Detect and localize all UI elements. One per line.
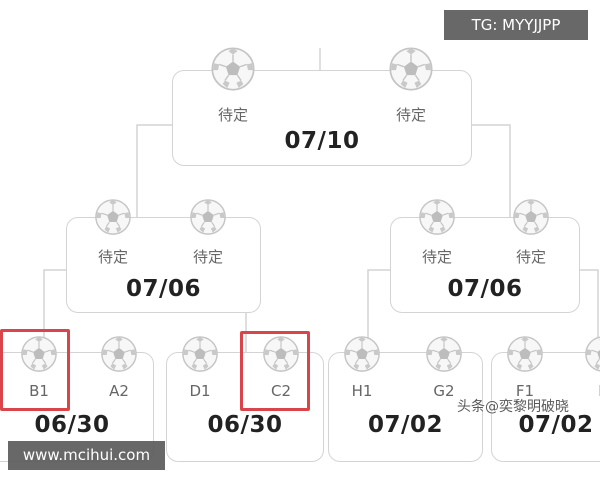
final-date: 07/10: [284, 128, 360, 154]
highlight-box-c2: [240, 331, 310, 411]
quarterfinal-1-date: 06/30: [34, 412, 110, 438]
quarterfinal-2-date: 06/30: [207, 412, 283, 438]
quarterfinal-3-date: 07/02: [368, 412, 443, 438]
soccer-ball-icon: [190, 199, 226, 235]
quarterfinal-match-card-4: [491, 352, 600, 462]
semifinal-2-team-1: 待定: [402, 198, 472, 288]
semifinal-match-card-left: [66, 217, 261, 313]
final-team-1: 待定: [198, 46, 268, 136]
connector-line: [136, 124, 172, 217]
connector-line: [580, 269, 599, 352]
semifinal-1-team-2: 待定: [173, 198, 243, 288]
soccer-ball-icon: [263, 336, 299, 372]
final-team-2: 待定: [376, 46, 446, 136]
quarterfinal-match-card-2: [166, 352, 324, 462]
quarterfinal-4-team-2: E: [568, 335, 600, 425]
soccer-ball-icon: [513, 199, 549, 235]
team-name: 待定: [515, 248, 546, 266]
quarterfinal-4-team-1: F1: [490, 335, 560, 425]
soccer-ball-icon: [585, 336, 600, 372]
soccer-ball-icon: [101, 336, 137, 372]
team-name: F1: [515, 382, 535, 400]
quarterfinal-3-team-2: G2: [409, 335, 479, 425]
semifinal-match-card-right: [390, 217, 580, 313]
quarterfinal-4-date: 07/02: [518, 412, 594, 438]
team-name: 待定: [421, 248, 452, 266]
telegram-overlay-label: TG: MYYJJPP: [444, 10, 588, 40]
team-name: C2: [270, 382, 292, 400]
soccer-ball-icon: [419, 199, 455, 235]
soccer-ball-icon: [211, 47, 255, 91]
highlight-box-b1: [0, 329, 70, 411]
quarterfinal-1-team-1: B1: [4, 335, 74, 425]
team-name: B1: [29, 382, 49, 400]
team-name: 待定: [395, 106, 426, 124]
watermark-label: 头条@奕黎明破晓: [457, 399, 569, 415]
soccer-ball-icon: [182, 336, 218, 372]
quarterfinal-3-team-1: H1: [327, 335, 397, 425]
website-overlay-label: www.mcihui.com: [8, 441, 165, 470]
soccer-ball-icon: [389, 47, 433, 91]
semifinal-1-team-1: 待定: [78, 198, 148, 288]
quarterfinal-2-team-2: C2: [246, 335, 316, 425]
connector-line: [43, 269, 66, 352]
team-name: E: [568, 382, 600, 400]
team-name: D1: [189, 382, 211, 400]
soccer-ball-icon: [344, 336, 380, 372]
semifinal-2-team-2: 待定: [496, 198, 566, 288]
team-name: A2: [109, 382, 129, 400]
semifinal-2-date: 07/06: [447, 276, 523, 302]
soccer-ball-icon: [507, 336, 543, 372]
quarterfinal-1-team-2: A2: [84, 335, 154, 425]
soccer-ball-icon: [95, 199, 131, 235]
semifinal-1-date: 07/06: [126, 276, 201, 302]
team-name: G2: [433, 382, 455, 400]
quarterfinal-2-team-1: D1: [165, 335, 235, 425]
soccer-ball-icon: [426, 336, 462, 372]
connector-line: [472, 124, 511, 217]
team-name: 待定: [97, 248, 128, 266]
team-name: 待定: [217, 106, 248, 124]
connector-line: [367, 269, 390, 352]
team-name: 待定: [192, 248, 223, 266]
quarterfinal-match-card-3: [328, 352, 483, 462]
soccer-ball-icon: [21, 336, 57, 372]
team-name: H1: [351, 382, 373, 400]
